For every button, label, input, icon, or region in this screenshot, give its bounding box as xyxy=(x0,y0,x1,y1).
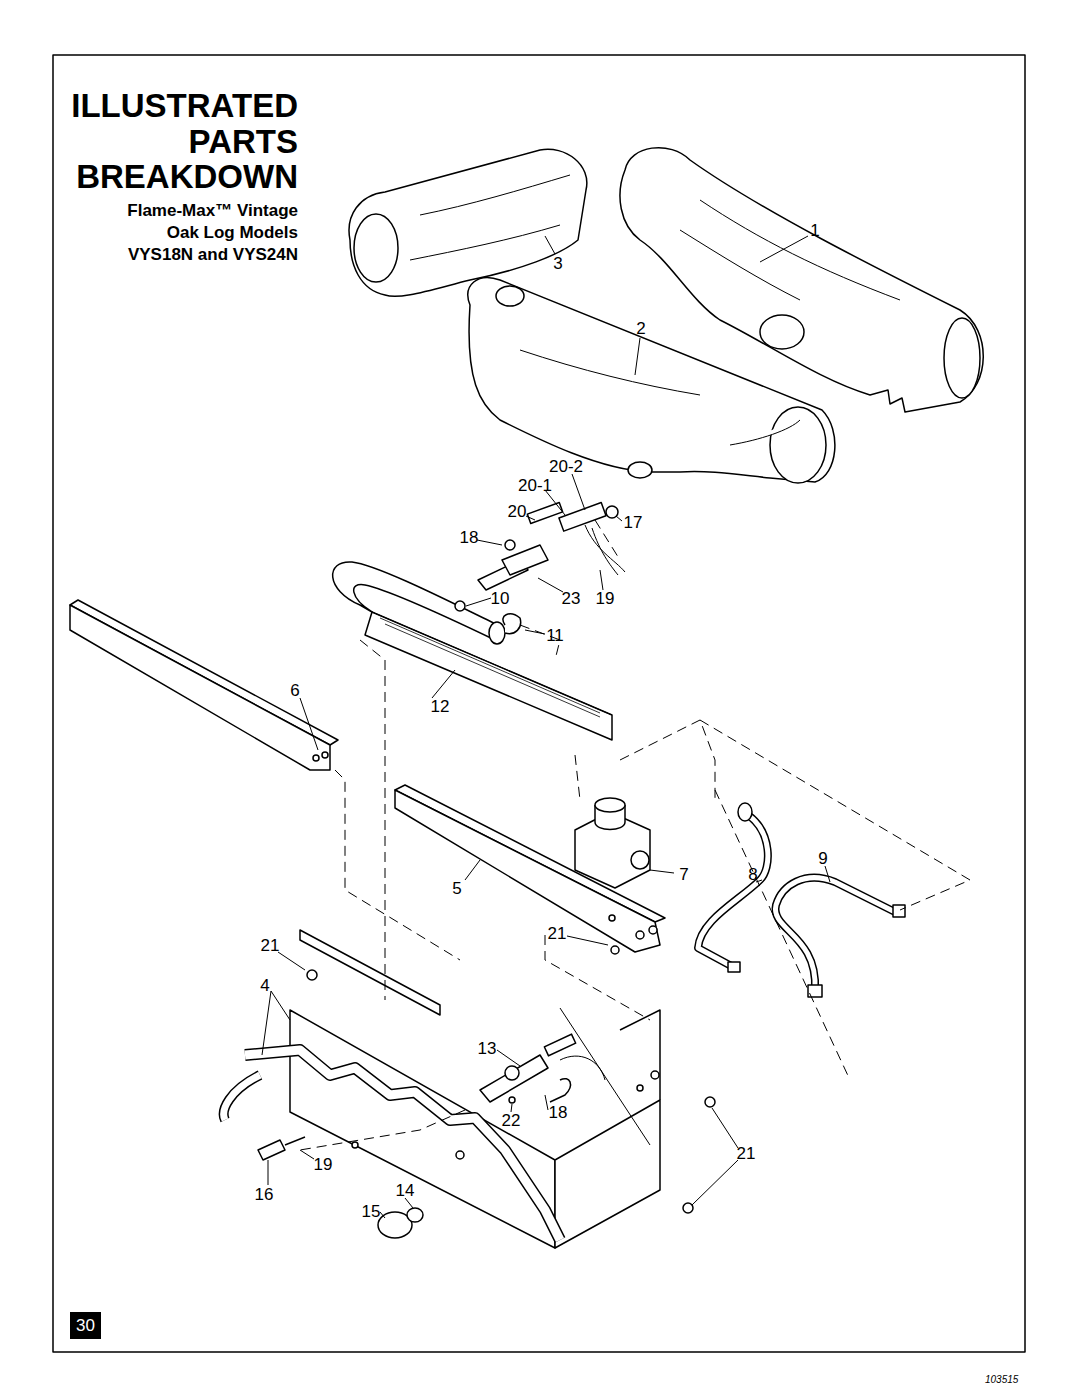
callout-number: 18 xyxy=(549,1104,568,1121)
pilot-assembly xyxy=(478,502,625,590)
subtitle: Flame-Max™ Vintage Oak Log Models VYS18N… xyxy=(100,200,298,266)
callout-number: 18 xyxy=(460,529,479,546)
leader-lines xyxy=(262,236,830,1218)
callout-number: 13 xyxy=(478,1040,497,1057)
callout-number: 21 xyxy=(737,1145,756,1162)
callout-number: 17 xyxy=(624,514,643,531)
callout-number: 11 xyxy=(546,627,564,644)
log-2 xyxy=(468,278,835,483)
gas-tubes xyxy=(698,803,905,997)
callout-number: 19 xyxy=(314,1156,333,1173)
grate-and-pan xyxy=(224,930,660,1248)
page-title: ILLUSTRATED PARTS BREAKDOWN xyxy=(60,88,298,195)
callout-number: 20 xyxy=(508,503,527,520)
callout-number: 22 xyxy=(502,1112,521,1129)
page-number: 30 xyxy=(70,1312,101,1339)
callout-number: 23 xyxy=(562,590,581,607)
callout-number: 3 xyxy=(553,255,562,272)
callout-number: 7 xyxy=(679,866,688,883)
drawing-number: 103515 xyxy=(985,1374,1018,1385)
bracket-6 xyxy=(70,600,338,770)
callout-number: 20-2 xyxy=(549,458,583,475)
alignment-lines xyxy=(300,520,970,1150)
callout-number: 21 xyxy=(261,937,280,954)
callout-number: 4 xyxy=(260,977,269,994)
log-3 xyxy=(349,149,587,296)
callout-number: 8 xyxy=(748,866,757,883)
igniter-knob xyxy=(258,946,715,1238)
regulator xyxy=(575,798,650,888)
callout-number: 2 xyxy=(636,320,645,337)
callout-number: 5 xyxy=(452,880,461,897)
callout-number: 21 xyxy=(548,925,567,942)
callout-number: 9 xyxy=(818,850,827,867)
callout-number: 6 xyxy=(290,682,299,699)
burner-tube xyxy=(333,562,612,740)
callout-number: 10 xyxy=(491,590,510,607)
callout-number: 19 xyxy=(596,590,615,607)
callout-number: 12 xyxy=(431,698,450,715)
callout-number: 15 xyxy=(362,1203,381,1220)
page-frame xyxy=(53,55,1025,1352)
callout-number: 16 xyxy=(255,1186,274,1203)
callout-number: 20-1 xyxy=(518,477,552,494)
callout-number: 14 xyxy=(396,1182,415,1199)
bracket-5 xyxy=(395,785,665,952)
callout-number: 1 xyxy=(810,222,819,239)
